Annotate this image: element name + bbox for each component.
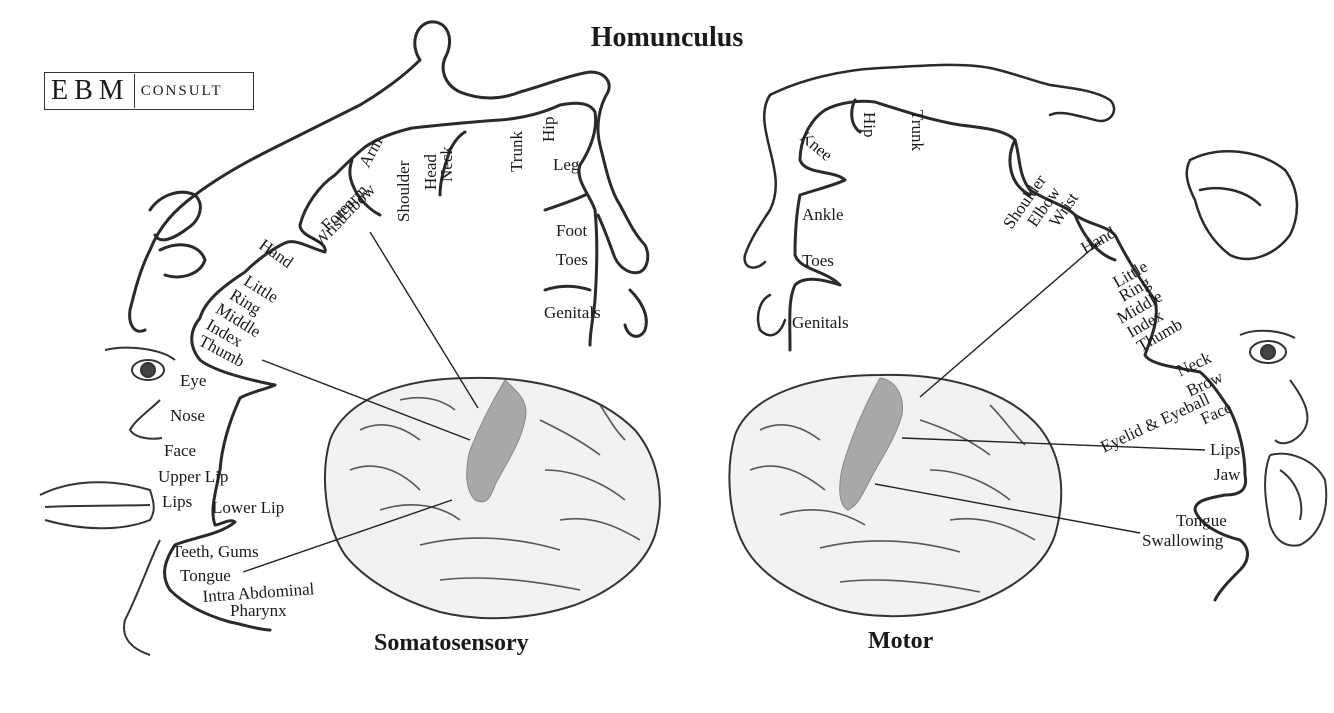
sensory-label-teeth-gums: Teeth, Gums (172, 543, 259, 560)
sensory-label-face: Face (164, 442, 196, 459)
sensory-label-shoulder: Shoulder (395, 161, 412, 222)
motor-face-drawing (1240, 331, 1326, 546)
motor-label-tongue: Tongue (1176, 512, 1227, 529)
motor-label-hip: Hip (861, 112, 878, 138)
motor-label-trunk: Trunk (909, 110, 926, 151)
sensory-label-upper-lip: Upper Lip (158, 468, 228, 485)
motor-brain-drawing (729, 375, 1061, 616)
motor-label-swallowing: Swallowing (1142, 532, 1223, 549)
sensory-label-lips: Lips (162, 493, 192, 510)
sensory-label-tongue: Tongue (180, 567, 231, 584)
sensory-label-eye: Eye (180, 372, 206, 389)
motor-label-ankle: Ankle (802, 206, 844, 223)
motor-label-jaw: Jaw (1214, 466, 1240, 483)
sensory-label-pharynx: Pharynx (230, 602, 287, 619)
sensory-label-toes: Toes (556, 251, 588, 268)
somatosensory-caption: Somatosensory (374, 630, 529, 657)
sensory-face-drawing (40, 348, 175, 655)
sensory-label-leg: Leg (553, 156, 579, 173)
sensory-label-foot: Foot (556, 222, 587, 239)
sensory-cortex-outline (192, 103, 597, 385)
sensory-label-neck: Neck (438, 146, 455, 182)
sensory-brain-drawing (325, 378, 660, 618)
motor-label-genitals: Genitals (792, 314, 849, 331)
sensory-label-nose: Nose (170, 407, 205, 424)
sensory-label-genitals: Genitals (544, 304, 601, 321)
motor-label-toes: Toes (802, 252, 834, 269)
sensory-label-lower-lip: Lower Lip (212, 499, 284, 516)
sensory-label-hip: Hip (540, 117, 557, 143)
motor-label-lips: Lips (1210, 441, 1240, 458)
motor-caption: Motor (868, 628, 933, 655)
sensory-label-trunk: Trunk (508, 131, 525, 172)
